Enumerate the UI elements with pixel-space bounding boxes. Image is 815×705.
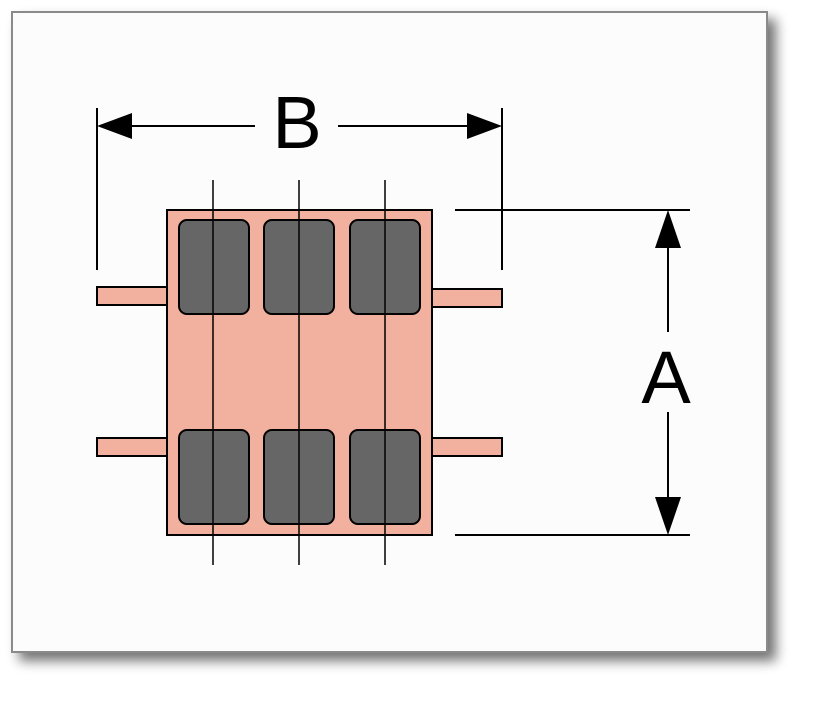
dimension-label-b: B <box>272 81 321 164</box>
dimension-b <box>96 108 503 270</box>
pad-grid <box>178 219 421 525</box>
lead-left-top <box>96 286 168 306</box>
component-leads <box>96 286 503 457</box>
arrowhead-right <box>467 113 502 139</box>
lead-left-bottom <box>96 437 168 457</box>
pad <box>178 429 250 525</box>
pad <box>178 219 250 315</box>
lead-right-top <box>431 288 503 308</box>
dimension-label-a: A <box>641 336 691 419</box>
dimension-a <box>455 209 690 536</box>
pad-center-lines <box>212 180 386 565</box>
arrowhead-down <box>655 497 681 535</box>
arrowhead-up <box>655 210 681 248</box>
arrowhead-left <box>97 113 132 139</box>
lead-right-bottom <box>431 437 503 457</box>
